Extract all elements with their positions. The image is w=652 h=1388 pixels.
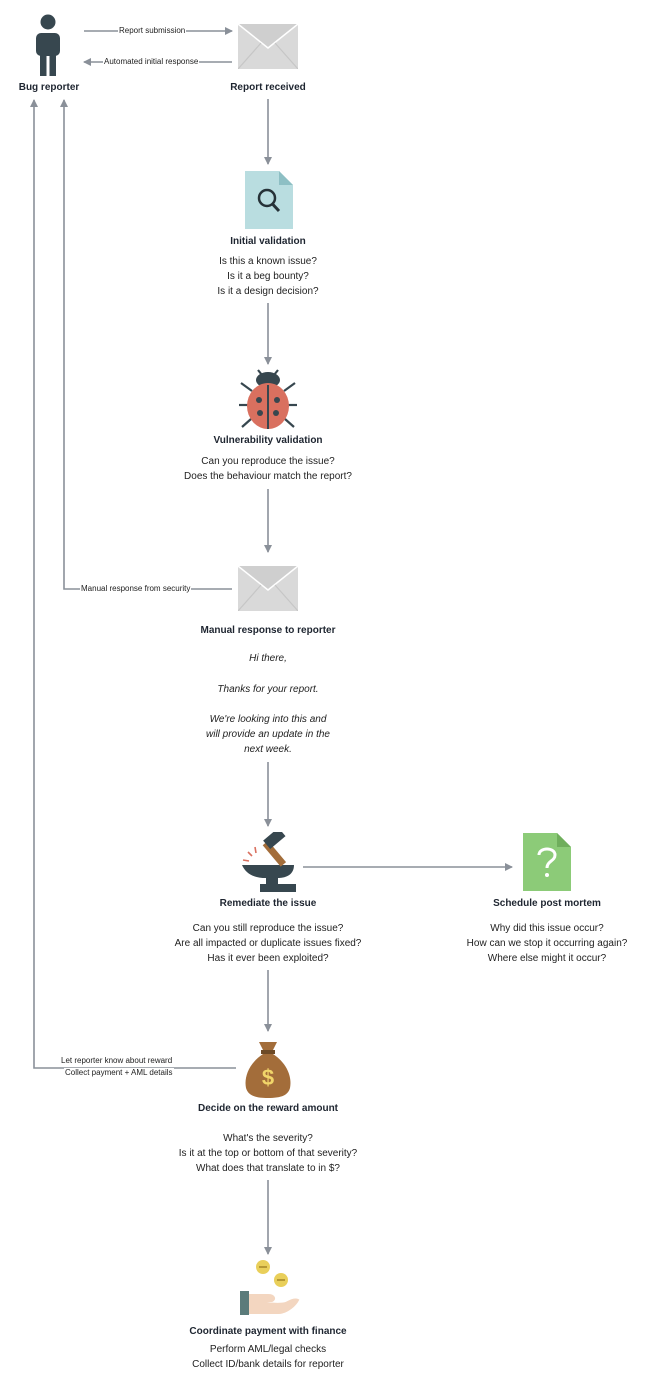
initial-validation-questions: Is this a known issue? Is it a beg bount… xyxy=(148,254,388,299)
question: Why did this issue occur? xyxy=(490,923,604,934)
question: Can you still reproduce the issue? xyxy=(192,923,344,934)
edge-manual-to-reporter xyxy=(60,99,232,590)
question: Is it a beg bounty? xyxy=(227,271,309,282)
person-icon xyxy=(36,14,60,76)
reward-title: Decide on the reward amount xyxy=(197,1103,339,1114)
post-mortem-title: Schedule post mortem xyxy=(493,898,601,909)
task: Perform AML/legal checks xyxy=(209,1344,327,1355)
task: Collect ID/bank details for reporter xyxy=(192,1359,344,1370)
question: Are all impacted or duplicate issues fix… xyxy=(174,938,362,949)
question: Does the behaviour match the report? xyxy=(184,471,352,482)
payment-title: Coordinate payment with finance xyxy=(189,1326,347,1337)
ladybug-icon xyxy=(239,369,297,429)
document-search-icon xyxy=(245,171,293,229)
question: How can we stop it occurring again? xyxy=(466,938,628,949)
message-line: We're looking into this and xyxy=(209,714,327,725)
remediate-title: Remediate the issue xyxy=(219,898,317,909)
edge-label-reward-notice-2: Collect payment + AML details xyxy=(64,1068,174,1078)
post-mortem-questions: Why did this issue occur? How can we sto… xyxy=(442,921,652,966)
vulnerability-validation-questions: Can you reproduce the issue? Does the be… xyxy=(138,454,398,484)
message-line: will provide an update in the xyxy=(206,729,330,740)
edge-label-report-submission: Report submission xyxy=(118,26,187,36)
question: Has it ever been exploited? xyxy=(207,953,329,964)
edge-label-automated-response: Automated initial response xyxy=(103,57,200,67)
question: What's the severity? xyxy=(223,1133,313,1144)
remediate-questions: Can you still reproduce the issue? Are a… xyxy=(118,921,418,966)
payment-tasks: Perform AML/legal checks Collect ID/bank… xyxy=(138,1342,398,1372)
edge-label-reward-notice-1: Let reporter know about reward xyxy=(60,1056,174,1066)
question: What does that translate to in $? xyxy=(196,1163,340,1174)
anvil-hammer-icon xyxy=(242,832,296,892)
bug-reporter-title: Bug reporter xyxy=(18,82,80,93)
manual-response-thanks: Thanks for your report. xyxy=(217,684,319,695)
question: Is it at the top or bottom of that sever… xyxy=(178,1148,358,1159)
question: Can you reproduce the issue? xyxy=(201,456,335,467)
svg-text:$: $ xyxy=(262,1065,274,1090)
envelope-icon xyxy=(238,566,298,611)
manual-response-greeting: Hi there, xyxy=(249,653,287,664)
manual-response-body: We're looking into this and will provide… xyxy=(148,712,388,757)
message-line: next week. xyxy=(244,744,292,755)
document-question-icon xyxy=(523,833,571,891)
envelope-icon xyxy=(238,24,298,69)
vulnerability-validation-title: Vulnerability validation xyxy=(213,435,323,446)
report-received-title: Report received xyxy=(230,82,306,93)
question: Is it a design decision? xyxy=(217,286,319,297)
edge-label-manual-security-response: Manual response from security xyxy=(80,584,192,594)
question: Is this a known issue? xyxy=(219,256,317,267)
initial-validation-title: Initial validation xyxy=(230,236,306,247)
question: Where else might it occur? xyxy=(487,953,607,964)
money-bag-icon: $ xyxy=(245,1042,291,1098)
reward-questions: What's the severity? Is it at the top or… xyxy=(128,1131,408,1176)
manual-response-title: Manual response to reporter xyxy=(200,625,336,636)
hand-coins-icon xyxy=(240,1260,300,1315)
